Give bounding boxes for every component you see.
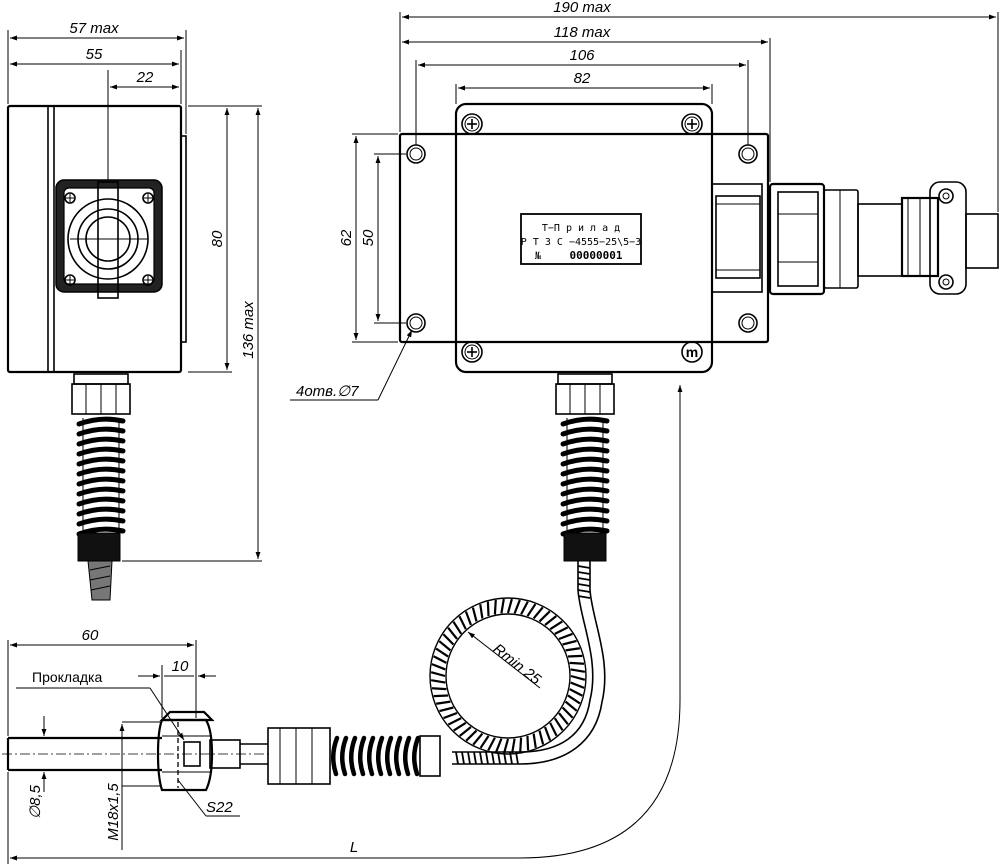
dim-118max: 118 max — [554, 24, 611, 41]
dim-22: 22 — [136, 69, 154, 86]
dim-dia85: ∅8,5 — [27, 784, 44, 819]
dim-m18: M18x1,5 — [105, 783, 122, 841]
dim-60: 60 — [82, 627, 99, 644]
dim-136max: 136 max — [240, 301, 257, 359]
side-view — [6, 104, 187, 601]
dim-10: 10 — [172, 658, 189, 675]
dim-57max: 57 max — [69, 20, 119, 37]
ground-mark: m — [686, 344, 698, 360]
nameplate-model: Р Т З С −4555−25\5−3 — [521, 237, 641, 248]
side-spring — [76, 416, 126, 537]
side-dimensions: 57 max 55 22 80 136 max — [7, 20, 262, 562]
probe-assembly — [2, 710, 441, 792]
dim-holes: 4отв.∅7 — [296, 383, 359, 400]
nameplate-serial: 00000001 — [570, 249, 623, 262]
nameplate-maker: Т−П р и л а д — [542, 223, 620, 234]
nameplate: Т−П р и л а д Р Т З С −4555−25\5−3 № 000… — [520, 213, 642, 265]
dim-s22: S22 — [206, 799, 233, 816]
gasket-label: Прокладка — [32, 669, 102, 685]
mounting-holes — [406, 144, 758, 333]
front-dimensions: 190 max 118 max 106 82 62 50 4отв.∅7 — [290, 0, 999, 401]
cover-screws — [461, 113, 703, 363]
front-spring — [560, 416, 610, 537]
dim-80: 80 — [209, 230, 226, 247]
nameplate-number-sign: № — [535, 251, 542, 262]
dim-62: 62 — [338, 229, 355, 246]
side-connector — [55, 179, 163, 299]
dim-106: 106 — [569, 47, 595, 64]
probe-spring — [331, 735, 421, 777]
dim-190max: 190 max — [553, 0, 611, 16]
dim-55: 55 — [86, 46, 103, 63]
right-connector — [711, 181, 999, 296]
dim-50: 50 — [360, 229, 377, 246]
dim-82: 82 — [574, 70, 591, 87]
front-view: m Т−П р и л а д Р Т З С −4555−25\5−3 № 0… — [398, 102, 999, 765]
dim-rmin: Rmin 25 — [490, 641, 545, 689]
dim-L: L — [350, 839, 358, 856]
